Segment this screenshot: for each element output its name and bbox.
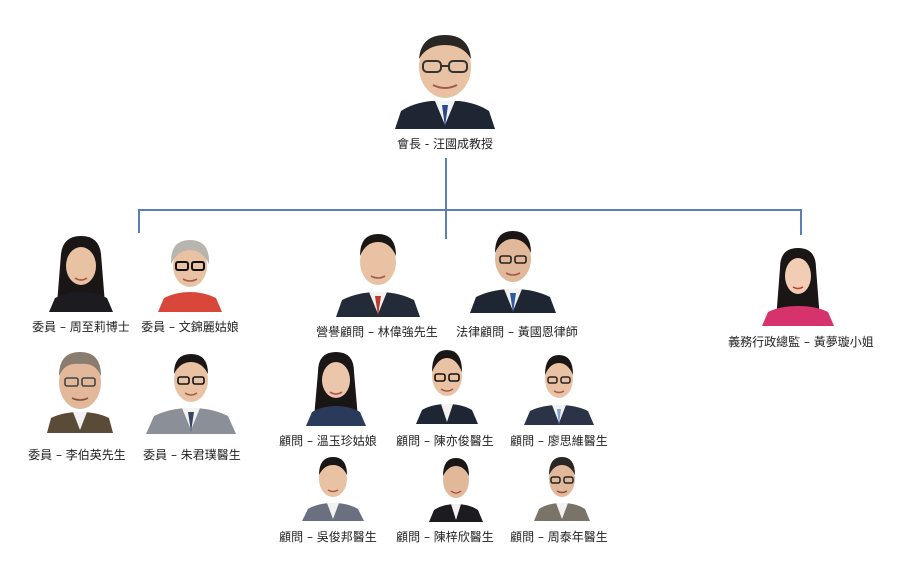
person-photo-icon: [49, 236, 113, 312]
person-photo-icon: [429, 458, 483, 522]
volunteer-director-caption: 義務行政總監 – 黃夢璇小姐: [728, 335, 874, 349]
person-photo-icon: [524, 355, 594, 425]
connector-horizontal: [138, 209, 802, 211]
president-caption: 會長 - 汪國成教授: [397, 137, 493, 151]
advisor-top-caption: 法律顧問 – 黃國恩律師: [456, 325, 578, 339]
advisor-photo: [534, 453, 590, 521]
connector-left-drop: [138, 209, 140, 233]
connector-middle-drop: [445, 209, 447, 239]
member-caption: 委員 – 文錦麗姑娘: [141, 320, 239, 334]
person-photo-icon: [302, 457, 364, 521]
person-photo-icon: [158, 240, 222, 312]
person-photo-icon: [306, 352, 366, 426]
connector-president-down: [445, 158, 447, 210]
member-photo: [47, 344, 113, 433]
person-photo-icon: [336, 234, 420, 317]
advisor-caption: 顧問 – 廖思維醫生: [510, 434, 608, 448]
advisor-caption: 顧問 – 吳俊邦醫生: [279, 530, 377, 544]
person-photo-icon: [146, 354, 236, 434]
president-photo: [393, 27, 497, 129]
advisor-caption: 顧問 – 溫玉珍姑娘: [279, 434, 377, 448]
advisor-photo: [416, 346, 478, 424]
advisor-photo: [524, 349, 594, 425]
advisor-photo: [306, 350, 366, 426]
person-photo-icon: [534, 457, 590, 521]
member-caption: 委員 – 周至莉博士: [32, 320, 130, 334]
person-photo-icon: [393, 27, 497, 129]
advisor-top-photo: [336, 226, 420, 317]
advisor-caption: 顧問 – 周泰年醫生: [510, 530, 608, 544]
member-caption: 委員 – 朱君璞醫生: [143, 448, 241, 462]
advisor-caption: 顧問 – 陳梓欣醫生: [396, 530, 494, 544]
member-photo: [146, 346, 236, 434]
member-caption: 委員 – 李伯英先生: [28, 448, 126, 462]
person-photo-icon: [762, 248, 834, 326]
connector-right-drop: [800, 209, 802, 235]
member-photo: [45, 234, 117, 312]
advisor-photo: [302, 453, 364, 521]
advisor-caption: 顧問 – 陳亦俊醫生: [396, 434, 494, 448]
person-photo-icon: [416, 350, 478, 424]
advisor-top-photo: [470, 225, 556, 313]
person-photo-icon: [47, 344, 113, 433]
advisor-photo: [429, 454, 483, 522]
member-photo: [156, 234, 224, 312]
advisor-top-caption: 營譽顧問 – 林偉強先生: [316, 325, 438, 339]
person-photo-icon: [470, 231, 556, 313]
volunteer-director-photo: [758, 246, 838, 326]
